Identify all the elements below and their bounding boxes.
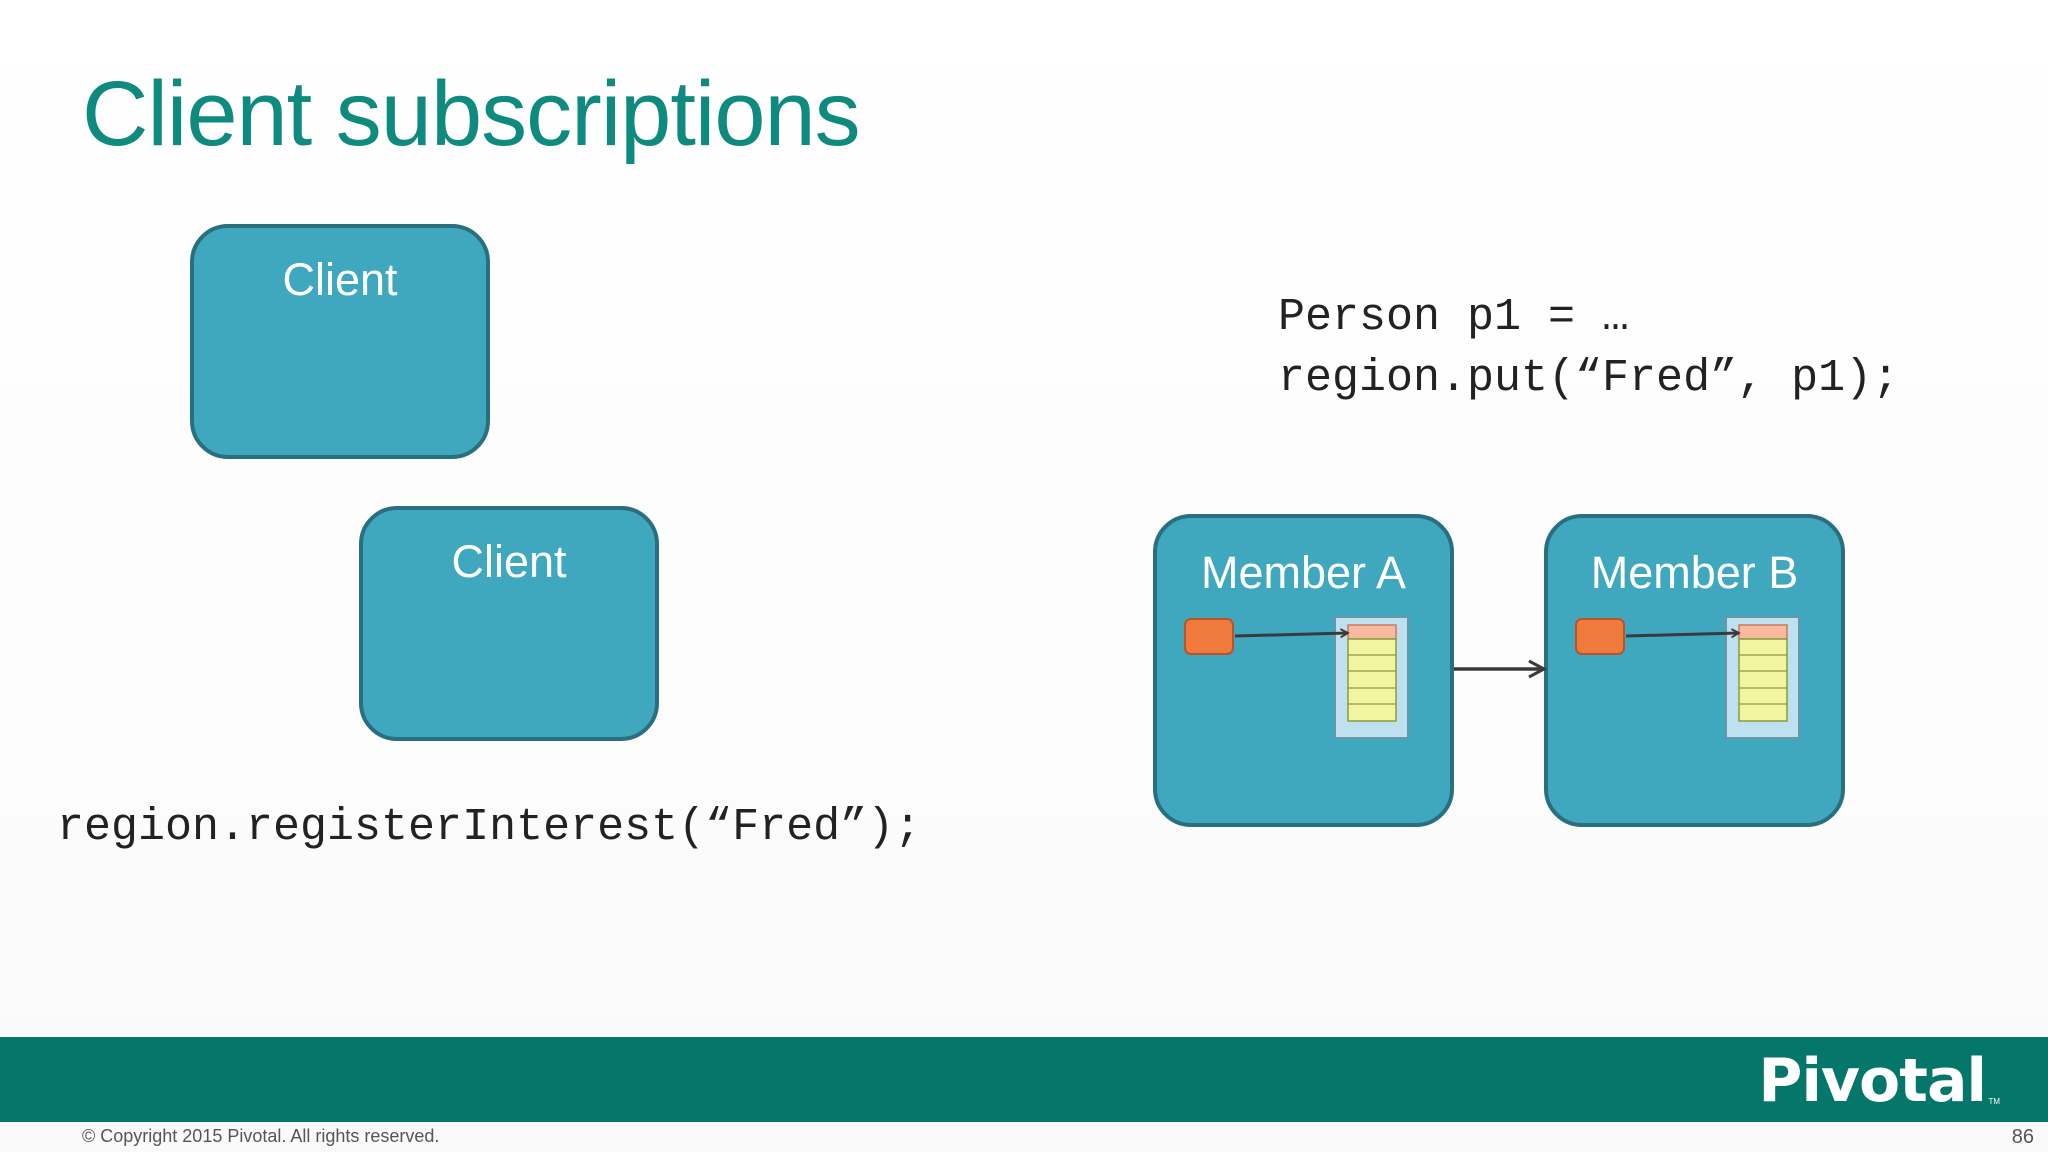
slide-title: Client subscriptions (82, 63, 861, 165)
page-number: 86 (2011, 1126, 2034, 1148)
client-label: Client (282, 254, 398, 305)
client-box-1: Client (190, 224, 490, 459)
member-a-box: Member A (1153, 514, 1454, 827)
footer-bar (0, 1037, 2048, 1122)
copyright-text: © Copyright 2015 Pivotal. All rights res… (82, 1126, 440, 1146)
put-code-line-2: region.put(“Fred”, p1); (1278, 353, 1900, 404)
member-b-box: Member B (1544, 514, 1845, 827)
client-box-2: Client (359, 506, 659, 741)
pivotal-logo: Pivotal (1758, 1046, 1987, 1116)
register-interest-code: region.registerInterest(“Fred”); (57, 802, 922, 853)
member-a-label: Member A (1200, 547, 1407, 598)
client-label: Client (451, 536, 567, 587)
member-b-label: Member B (1590, 547, 1799, 598)
put-code-line-1: Person p1 = … (1278, 292, 1630, 343)
trademark-mark: TM (1988, 1097, 2000, 1106)
